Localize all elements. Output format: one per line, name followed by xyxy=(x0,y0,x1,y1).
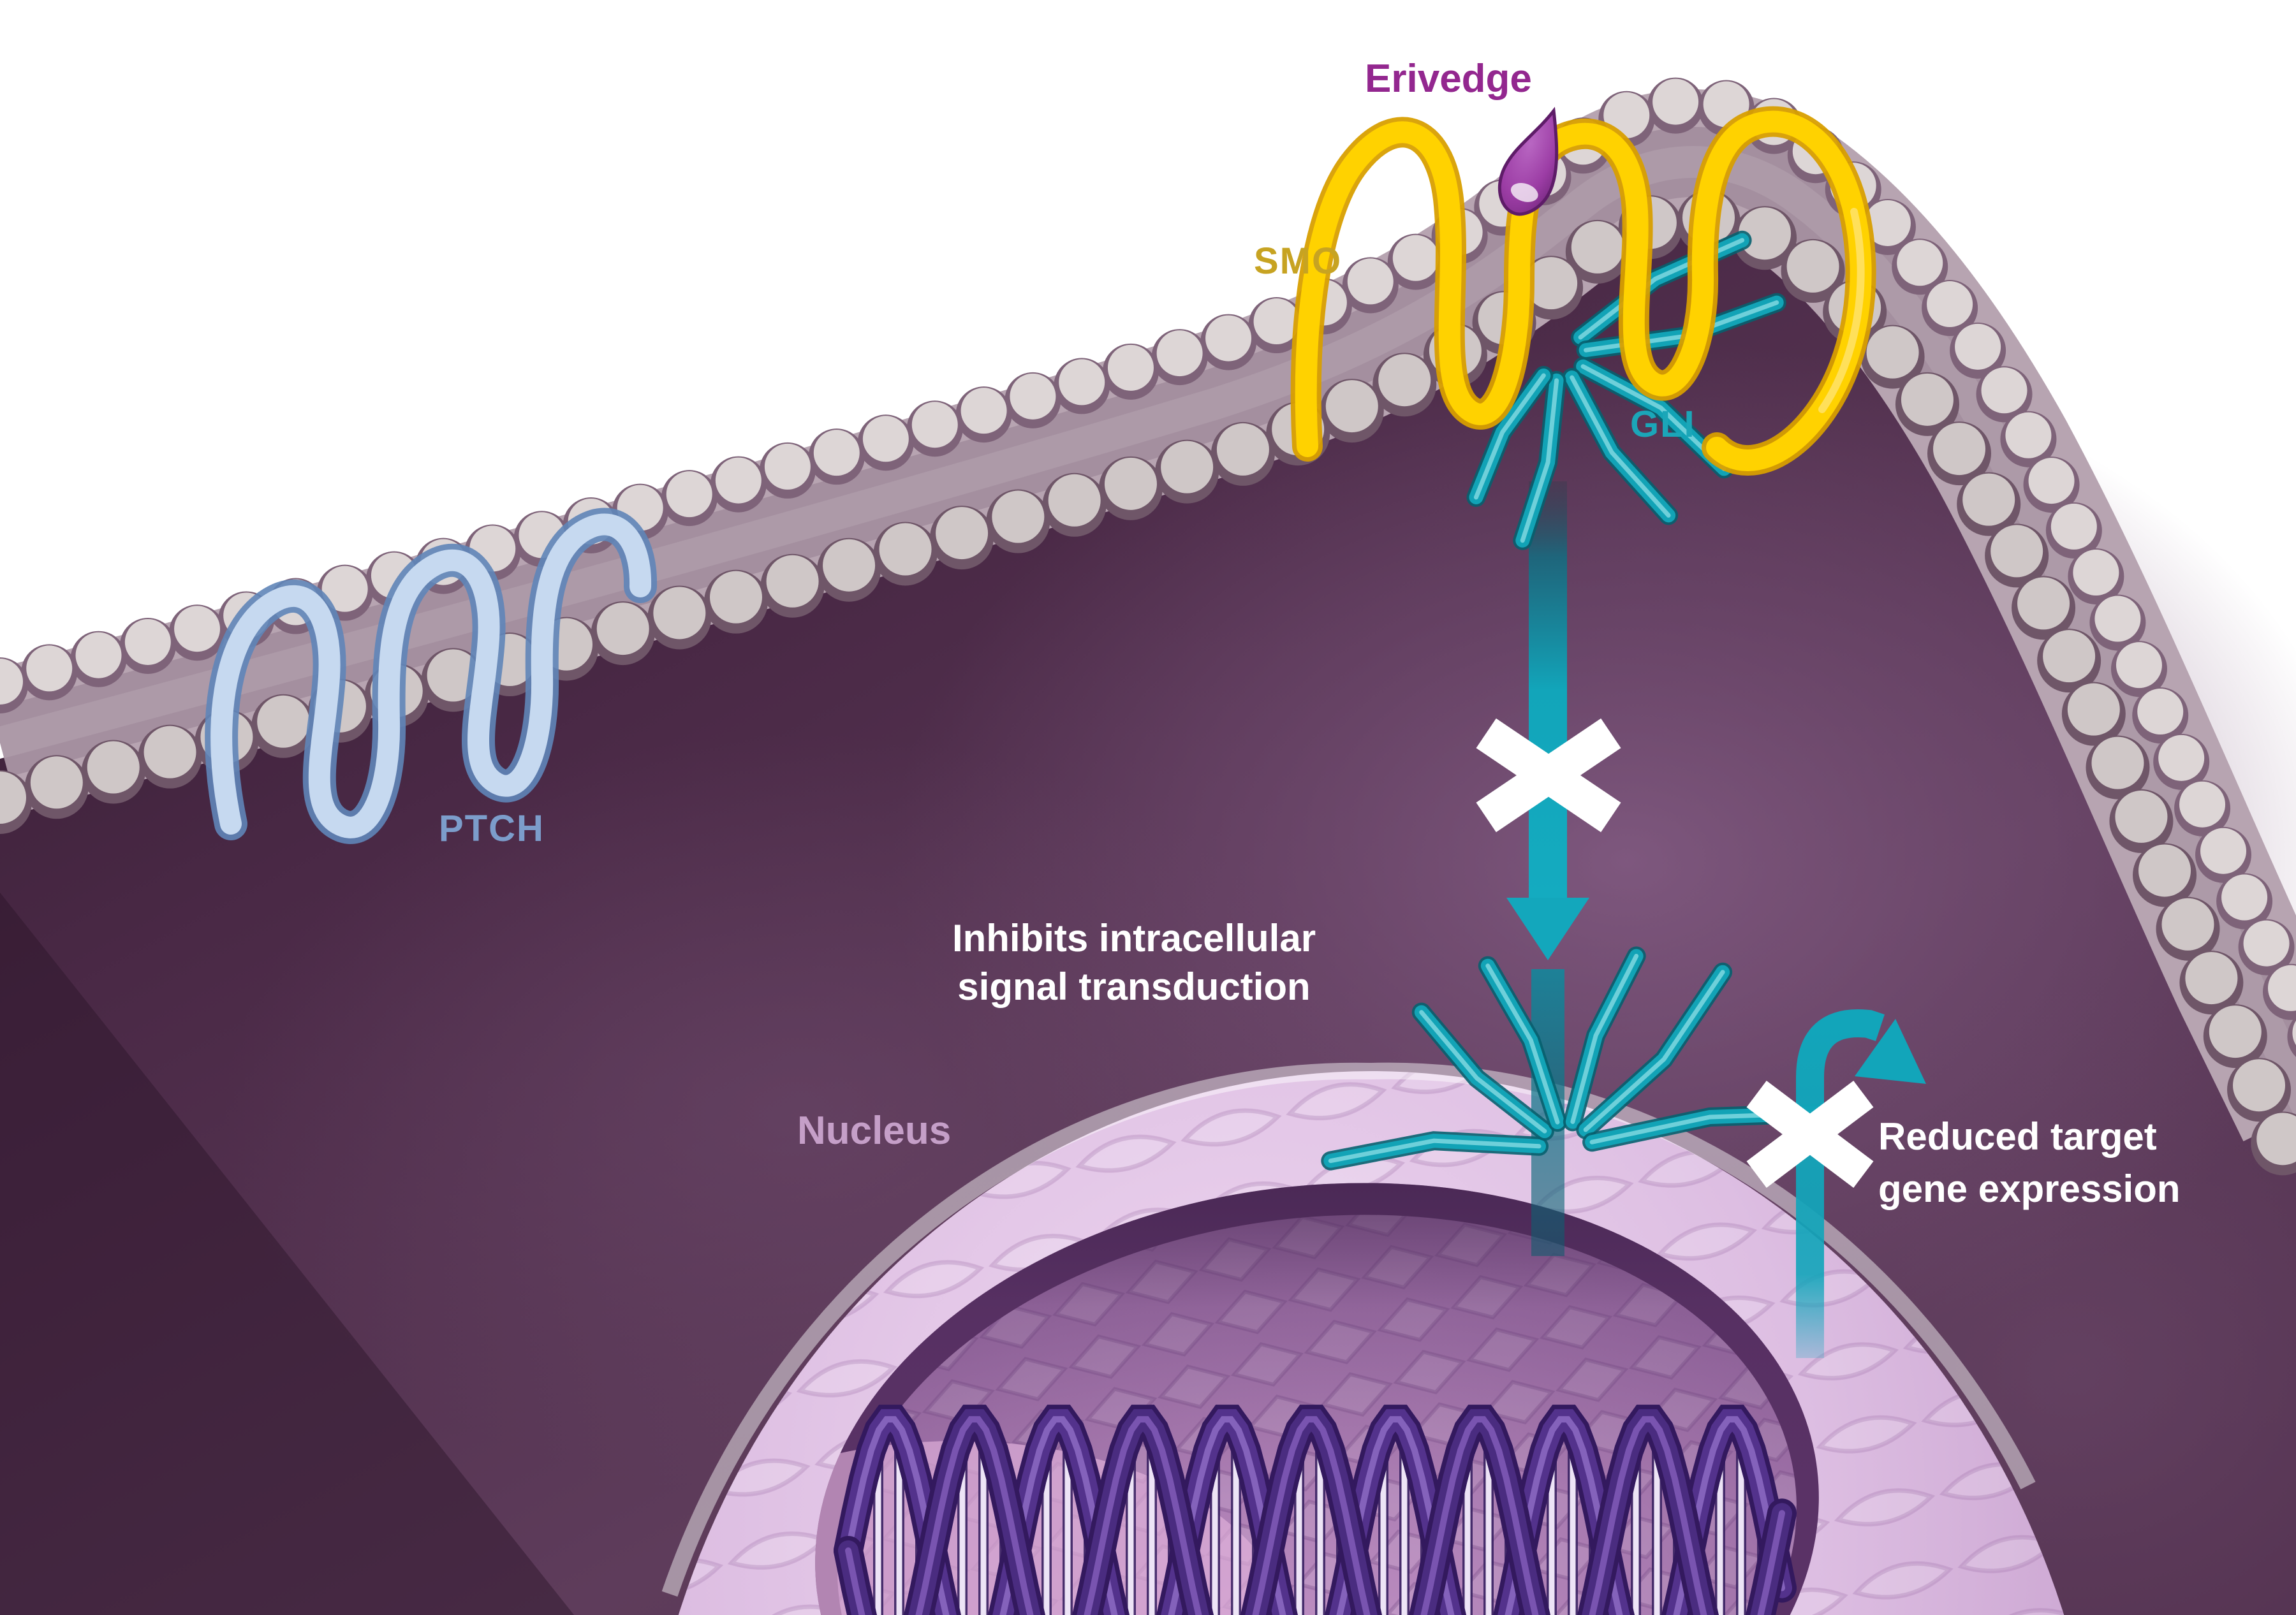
inhibition-cross-main xyxy=(1476,718,1621,833)
nucleus-label: Nucleus xyxy=(797,1109,952,1153)
dna-helix xyxy=(834,1405,1797,1615)
reduced-annotation: Reduced target gene expression xyxy=(1878,1115,2181,1210)
ptch-protein xyxy=(205,508,658,844)
smo-protein xyxy=(1290,106,1876,476)
smo-label: SMO xyxy=(1254,240,1343,282)
erivedge-label: Erivedge xyxy=(1365,57,1532,101)
inhibits-annotation: Inhibits intracellular signal transducti… xyxy=(952,917,1316,1008)
ptch-label: PTCH xyxy=(439,808,545,849)
lipid-heads-inner-row xyxy=(0,189,2296,1176)
gli-label: GLI xyxy=(1630,404,1696,445)
inhibition-cross-gene xyxy=(1746,1081,1874,1188)
nucleus xyxy=(661,1062,2064,1615)
gene-expression-arrow xyxy=(1796,1009,1926,1358)
erivedge-drug xyxy=(1498,106,1559,216)
